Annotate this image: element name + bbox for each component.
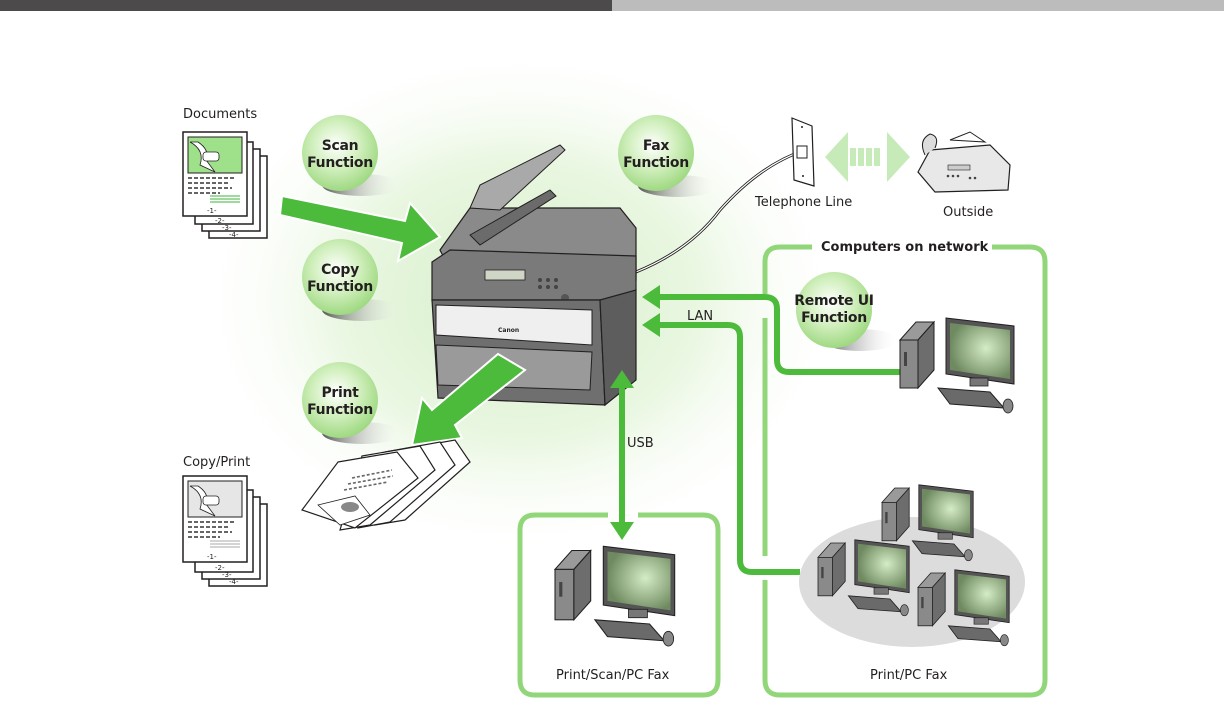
svg-text:Function: Function: [801, 310, 867, 326]
usb-box-caption: Print/Scan/PC Fax: [556, 668, 670, 683]
network-computer-icon: [881, 484, 974, 562]
copy-function-bubble: Copy Function: [302, 239, 402, 321]
print-function-bubble: Print Function: [302, 362, 402, 444]
telephone-line-label: Telephone Line: [754, 195, 852, 210]
printed-pages: [301, 439, 471, 531]
svg-text:Scan: Scan: [322, 138, 359, 154]
svg-text:Function: Function: [307, 155, 373, 171]
network-computer-icon: [817, 539, 910, 617]
usb-arrow: [610, 370, 634, 540]
page-number: -3-: [222, 571, 232, 579]
scan-arrow: [278, 194, 442, 263]
page-number: -1-: [207, 553, 217, 561]
svg-text:Copy: Copy: [321, 262, 359, 278]
page-number: -2-: [215, 564, 225, 572]
header-bar-dark: [0, 0, 612, 11]
remote-ui-function-bubble: Remote UI Function: [794, 272, 898, 351]
svg-text:Print: Print: [321, 385, 359, 401]
svg-text:Fax: Fax: [643, 138, 670, 154]
page-number: -3-: [222, 224, 232, 232]
lan-arrow-upper: [642, 285, 900, 375]
page-number: -4-: [229, 231, 239, 239]
scan-function-bubble: Scan Function: [302, 115, 402, 196]
copy-print-stack: Copy/Print -1- -2- -3- -4-: [182, 455, 268, 587]
printer-brand: Canon: [498, 327, 519, 334]
page-number: -1-: [207, 207, 217, 215]
network-frame: [762, 244, 1048, 698]
usb-frame: [517, 512, 721, 698]
svg-text:Remote UI: Remote UI: [794, 293, 873, 309]
header-bar-light: [612, 0, 1224, 11]
fax-machine-icon: [917, 131, 1011, 193]
print-output-arrow: [410, 352, 527, 447]
usb-label: USB: [627, 436, 654, 451]
network-computer-icon: [917, 569, 1010, 647]
svg-text:Function: Function: [307, 279, 373, 295]
bidirectional-arrow: [825, 132, 910, 182]
page-number: -4-: [229, 578, 239, 586]
outside-label: Outside: [943, 205, 993, 220]
page-number: -2-: [215, 217, 225, 225]
remote-ui-computer-icon: [898, 317, 1015, 414]
svg-text:Function: Function: [307, 402, 373, 418]
network-box-caption: Print/PC Fax: [870, 668, 948, 683]
lan-arrow-lower: [642, 313, 800, 575]
telephone-jack-icon: [791, 117, 815, 187]
fax-function-bubble: Fax Function: [618, 115, 718, 197]
copy-print-label: Copy/Print: [183, 455, 250, 470]
usb-computer-icon: [553, 545, 676, 647]
documents-stack: Documents -1- -2- -3- -4-: [182, 107, 268, 239]
telephone-cable: [635, 149, 806, 273]
documents-label: Documents: [183, 107, 257, 122]
lan-label: LAN: [687, 309, 713, 324]
computers-on-network-label: Computers on network: [821, 240, 989, 255]
svg-text:Function: Function: [623, 155, 689, 171]
